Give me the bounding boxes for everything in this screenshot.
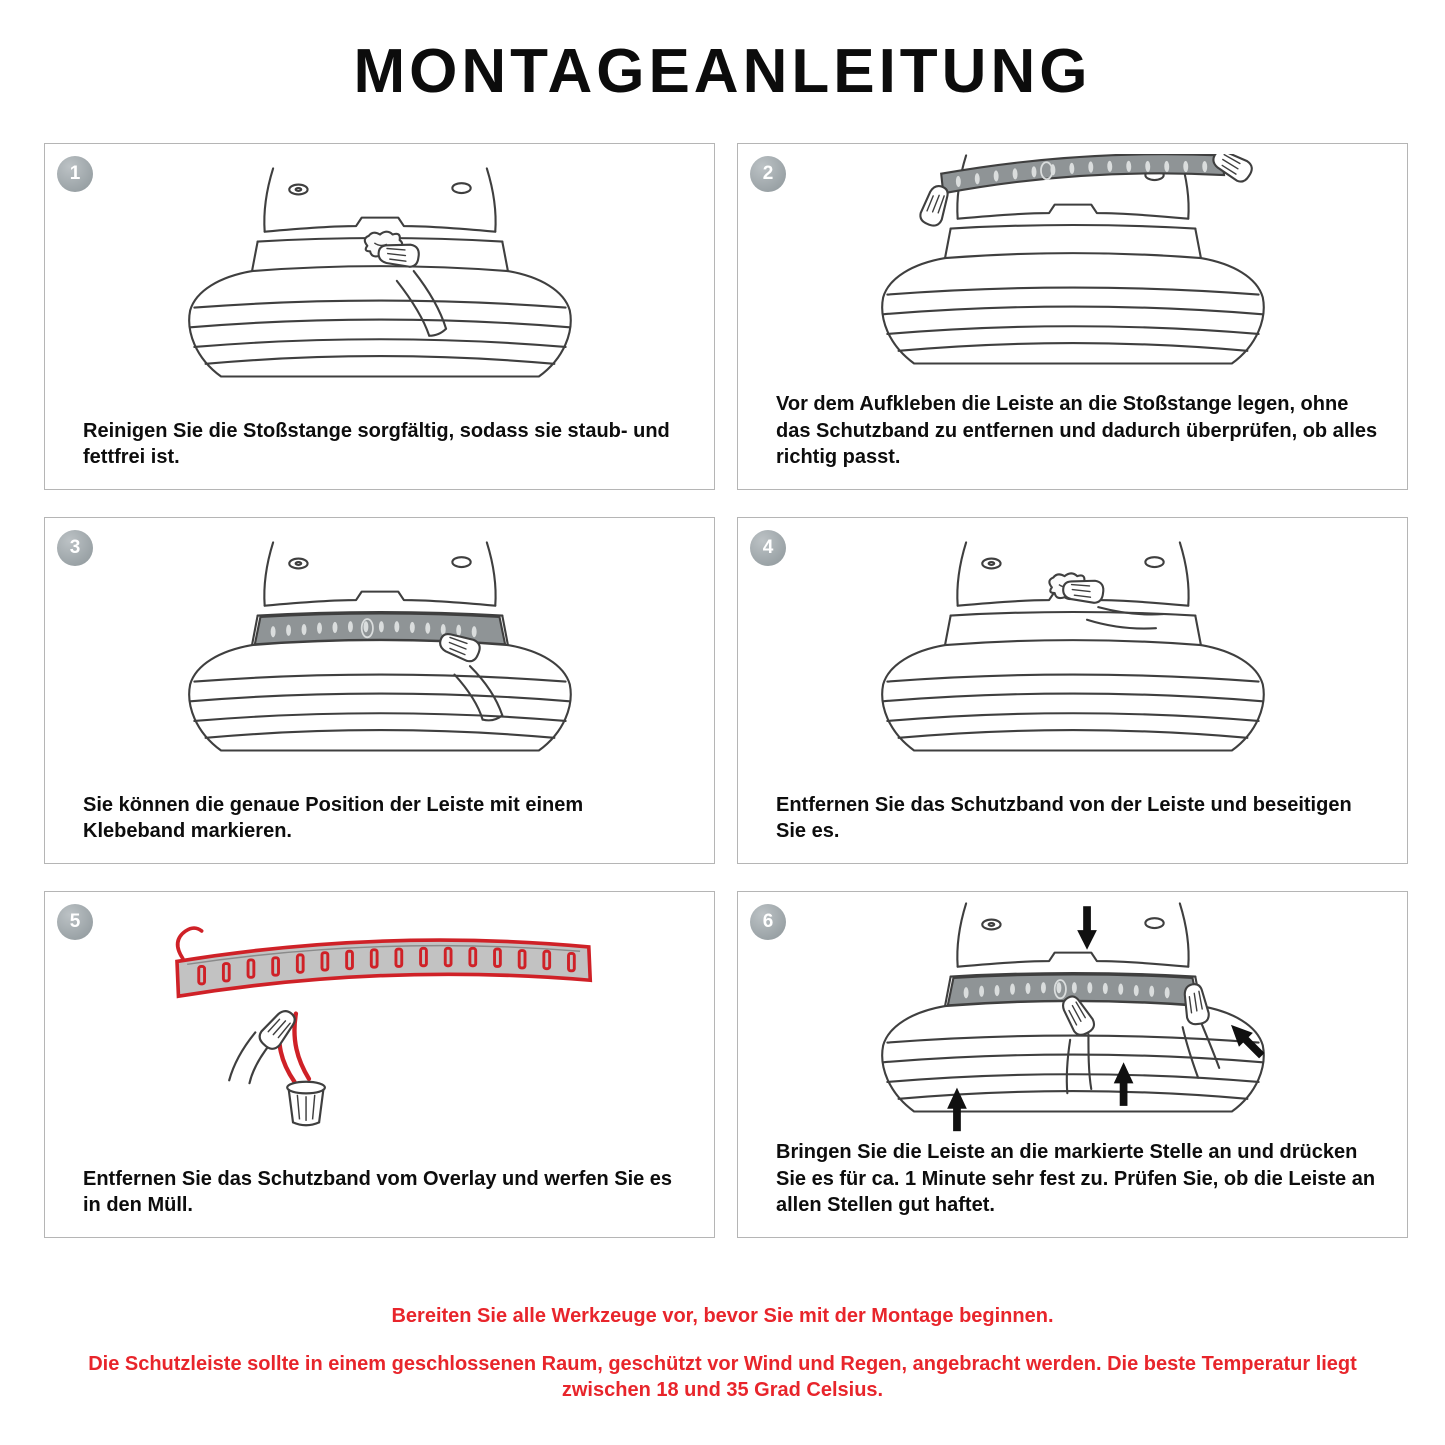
step-panel-2: 2 Vor dem Aufkleben die Leiste an die St… [737,143,1408,490]
step-caption: Entfernen Sie das Schutzband von der Lei… [776,793,1352,843]
footer-notes: Bereiten Sie alle Werkzeuge vor, bevor S… [0,1303,1445,1403]
footer-note-2: Die Schutzleiste sollte in einem geschlo… [88,1353,1357,1401]
step-panel-3: 3 Sie können die genaue Position der Lei… [44,517,715,864]
step2-illustration [880,153,1265,365]
step-number-badge: 2 [750,156,786,192]
arm-lines [395,269,447,337]
step-panel-1: 1 Reinigen Sie die Stoßstange sorgfältig… [44,143,715,490]
hand-icon [1178,981,1215,1027]
strip-slots [196,946,576,986]
steps-grid: 1 Reinigen Sie die Stoßstange sorgfältig… [44,143,1408,1238]
step1-illustration [187,167,572,378]
trash-bin-icon [285,1080,326,1127]
step-illustration-wrap [45,518,714,788]
step-illustration-wrap [738,518,1407,788]
step6-illustration [880,901,1269,1131]
protective-strip [939,153,1225,195]
step5-illustration [174,926,592,1127]
step-caption: Reinigen Sie die Stoßstange sorgfältig, … [83,419,670,469]
step4-illustration [880,541,1265,752]
arrow-up-icon [1113,1061,1133,1106]
page-title: MONTAGEANLEITUNG [353,37,1092,106]
step-number-badge: 5 [57,904,93,940]
step-number-badge: 6 [750,904,786,940]
step-illustration-wrap [738,892,1407,1135]
arm-lines [1085,605,1164,630]
step-number-badge: 3 [57,530,93,566]
car-rear-drawing [187,541,572,752]
footer-note-1: Bereiten Sie alle Werkzeuge vor, bevor S… [391,1305,1054,1327]
arm-lines [452,664,503,722]
car-rear-drawing [187,167,572,378]
step-caption: Vor dem Aufkleben die Leiste an die Stoß… [776,393,1378,469]
step-number-badge: 4 [750,530,786,566]
step-caption: Sie können die genaue Position der Leist… [83,793,584,843]
overlay-strip [174,926,592,999]
step-number-badge: 1 [57,156,93,192]
step-caption: Entfernen Sie das Schutzband vom Overlay… [83,1167,673,1217]
arrow-down-icon [1076,905,1097,950]
step-illustration-wrap [45,144,714,414]
step3-illustration [187,541,572,752]
step-caption: Bringen Sie die Leiste an die markierte … [776,1141,1376,1217]
step-illustration-wrap [738,144,1407,387]
step-illustration-wrap [45,892,714,1162]
step-panel-4: 4 Entfernen Sie das Schutzband von der L… [737,517,1408,864]
step-panel-6: 6 [737,891,1408,1238]
step-panel-5: 5 [44,891,715,1238]
